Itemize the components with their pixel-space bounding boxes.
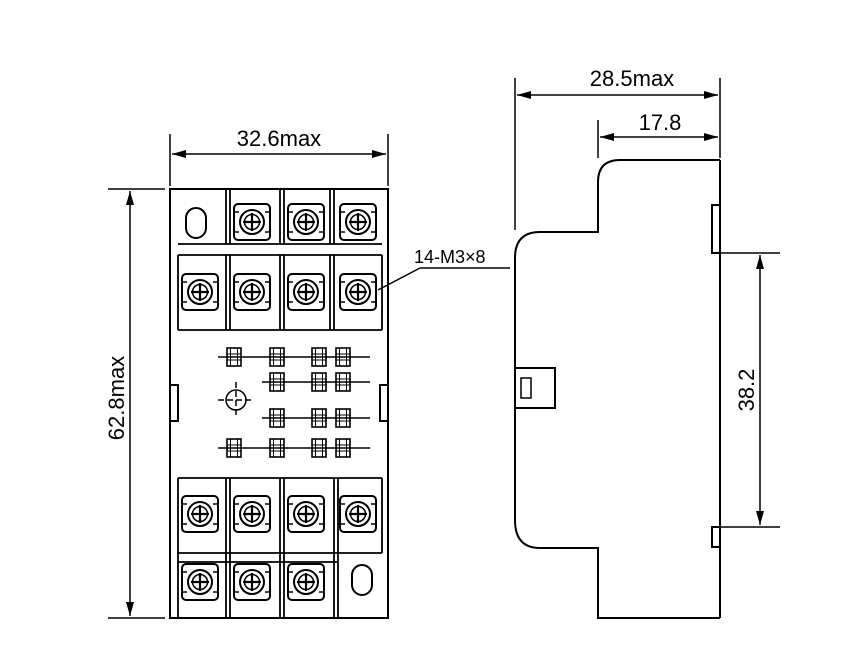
terminal-dividers: [177, 189, 383, 618]
side-body-outline: [514, 159, 720, 619]
socket-pin-matrix: [218, 347, 370, 458]
screw-terminals: [180, 202, 378, 602]
front-height-label: 62.8max: [104, 356, 129, 440]
screw-callout-label: 14-M3×8: [414, 247, 486, 267]
screw-terminal-icon: [232, 202, 272, 242]
screw-terminal-icon: [338, 272, 378, 312]
rail-label: 38.2: [734, 369, 759, 412]
dim-side-offset: [597, 120, 718, 158]
latch-left: [169, 384, 179, 422]
side-depth-label: 28.5max: [590, 66, 674, 91]
mount-hole-bottom: [351, 564, 373, 596]
screw-terminal-icon: [180, 494, 220, 534]
mount-hole-top: [185, 207, 207, 239]
screw-terminal-icon: [286, 202, 326, 242]
screw-terminal-icon: [286, 494, 326, 534]
center-mark-icon: [225, 389, 247, 411]
front-width-label: 32.6max: [237, 126, 321, 151]
dim-side-depth: [514, 78, 721, 230]
din-rail-clip-top: [711, 204, 721, 254]
screw-terminal-icon: [232, 494, 272, 534]
screw-terminal-icon: [338, 494, 378, 534]
dim-front-width: [169, 134, 389, 186]
latch-right: [379, 384, 389, 422]
screw-terminal-icon: [338, 202, 378, 242]
din-rail-clip-bottom: [711, 526, 721, 548]
screw-terminal-icon: [286, 272, 326, 312]
dim-rail: [716, 252, 780, 528]
screw-terminal-icon: [286, 562, 326, 602]
dim-front-height: [108, 188, 165, 619]
side-view: [514, 159, 721, 619]
side-latch: [514, 367, 556, 409]
screw-terminal-icon: [232, 272, 272, 312]
side-offset-label: 17.8: [639, 110, 682, 135]
screw-terminal-icon: [180, 562, 220, 602]
screw-callout-leader: [377, 267, 510, 291]
screw-terminal-icon: [180, 272, 220, 312]
front-view: [169, 188, 389, 619]
screw-terminal-icon: [232, 562, 272, 602]
side-latch-inner: [520, 377, 532, 399]
